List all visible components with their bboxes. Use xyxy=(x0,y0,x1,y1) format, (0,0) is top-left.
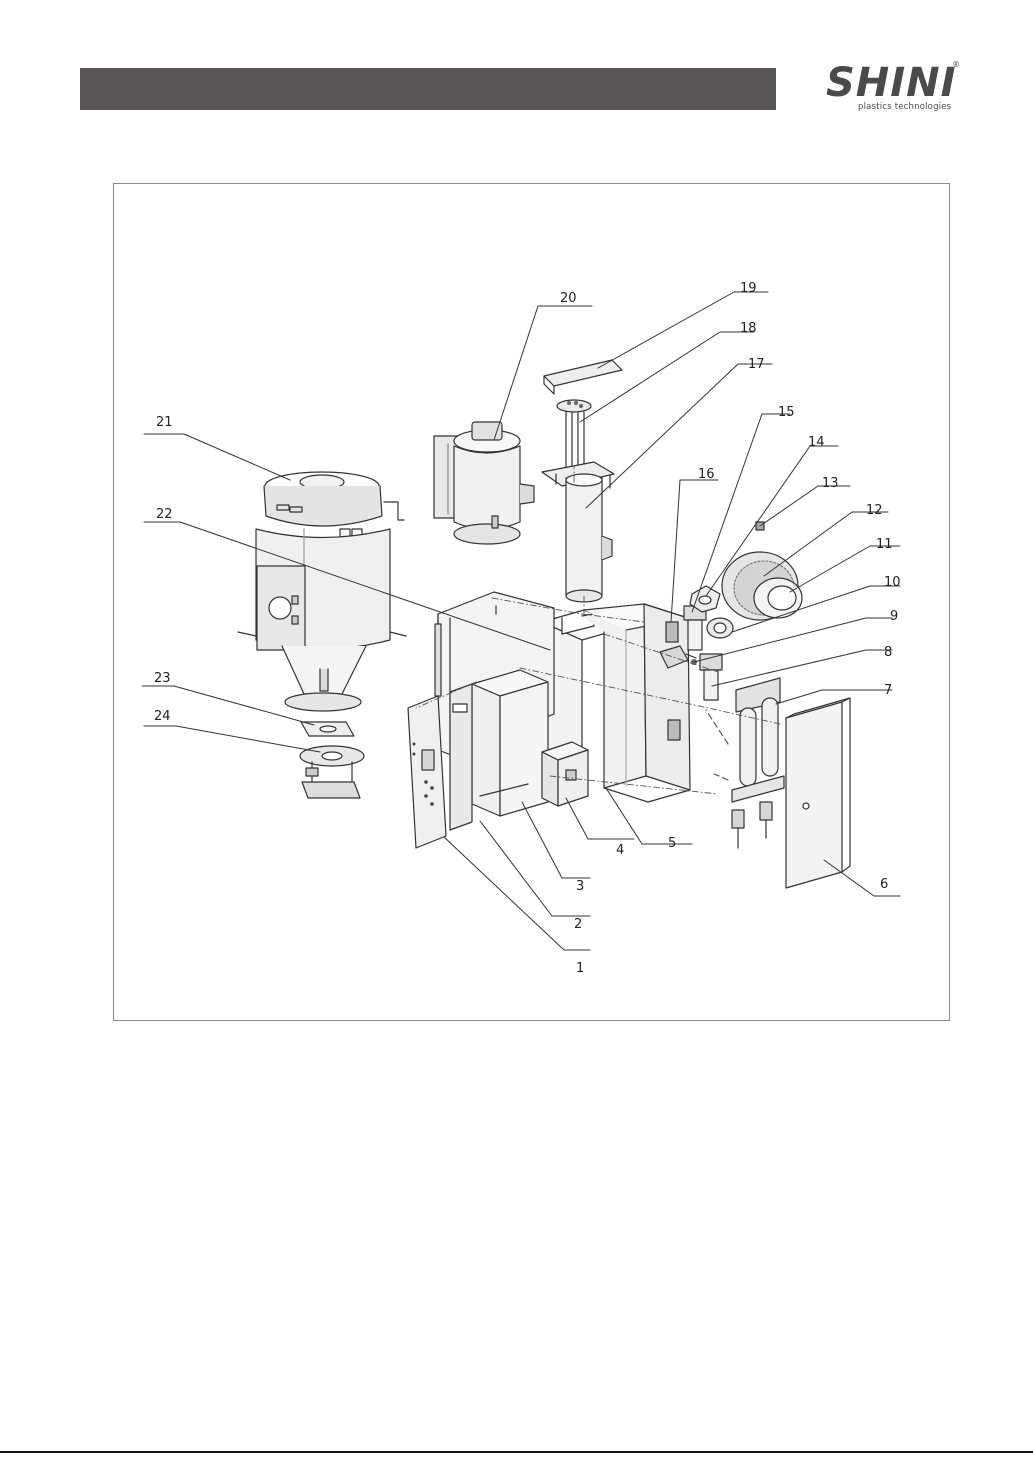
part-17-heater-pipe xyxy=(542,462,614,602)
part-4-terminal-box xyxy=(542,742,588,806)
registered-mark: ® xyxy=(952,60,960,69)
callout-24: 24 xyxy=(154,709,171,724)
callout-9: 9 xyxy=(890,609,898,624)
callout-13: 13 xyxy=(822,476,839,491)
part-2-plate xyxy=(450,684,472,830)
callout-12: 12 xyxy=(866,503,883,518)
callout-16: 16 xyxy=(698,467,715,482)
callout-19: 19 xyxy=(740,281,757,296)
logo-tagline: plastics technologies xyxy=(858,102,951,112)
exploded-view-diagram: 1 2 3 4 5 6 7 8 9 10 11 12 13 14 15 16 1… xyxy=(113,183,950,1021)
part-3-inner-box xyxy=(472,670,548,816)
part-11-blower-cover xyxy=(754,578,802,618)
callout-17: 17 xyxy=(748,357,765,372)
callout-7: 7 xyxy=(884,683,892,698)
callout-6: 6 xyxy=(880,877,888,892)
callout-4: 4 xyxy=(616,843,624,858)
callout-11: 11 xyxy=(876,537,893,552)
logo-wordmark: SHINI xyxy=(826,60,957,106)
callout-8: 8 xyxy=(884,645,892,660)
callout-22: 22 xyxy=(156,507,173,522)
part-7-desiccant-towers xyxy=(706,678,784,848)
callout-15: 15 xyxy=(778,405,795,420)
callout-2: 2 xyxy=(574,917,582,932)
part-19-cover-plate xyxy=(544,360,622,394)
callout-14: 14 xyxy=(808,435,825,450)
part-24-base-valve xyxy=(300,746,364,798)
callout-23: 23 xyxy=(154,671,171,686)
shini-logo: SHINI ® plastics technologies xyxy=(812,60,964,118)
part-10-ring xyxy=(707,618,733,638)
part-6-door xyxy=(786,698,850,888)
callout-3: 3 xyxy=(576,879,584,894)
callout-1: 1 xyxy=(576,961,584,976)
header-bar xyxy=(80,68,776,110)
callout-21: 21 xyxy=(156,415,173,430)
part-20-blower-motor xyxy=(434,422,534,544)
part-8-filter xyxy=(700,654,722,700)
callout-10: 10 xyxy=(884,575,901,590)
footer-rule xyxy=(0,1451,1033,1453)
callout-20: 20 xyxy=(560,291,577,306)
exploded-view-drawing: 1 2 3 4 5 6 7 8 9 10 11 12 13 14 15 16 1… xyxy=(114,184,951,1022)
callout-18: 18 xyxy=(740,321,757,336)
callout-5: 5 xyxy=(668,836,676,851)
